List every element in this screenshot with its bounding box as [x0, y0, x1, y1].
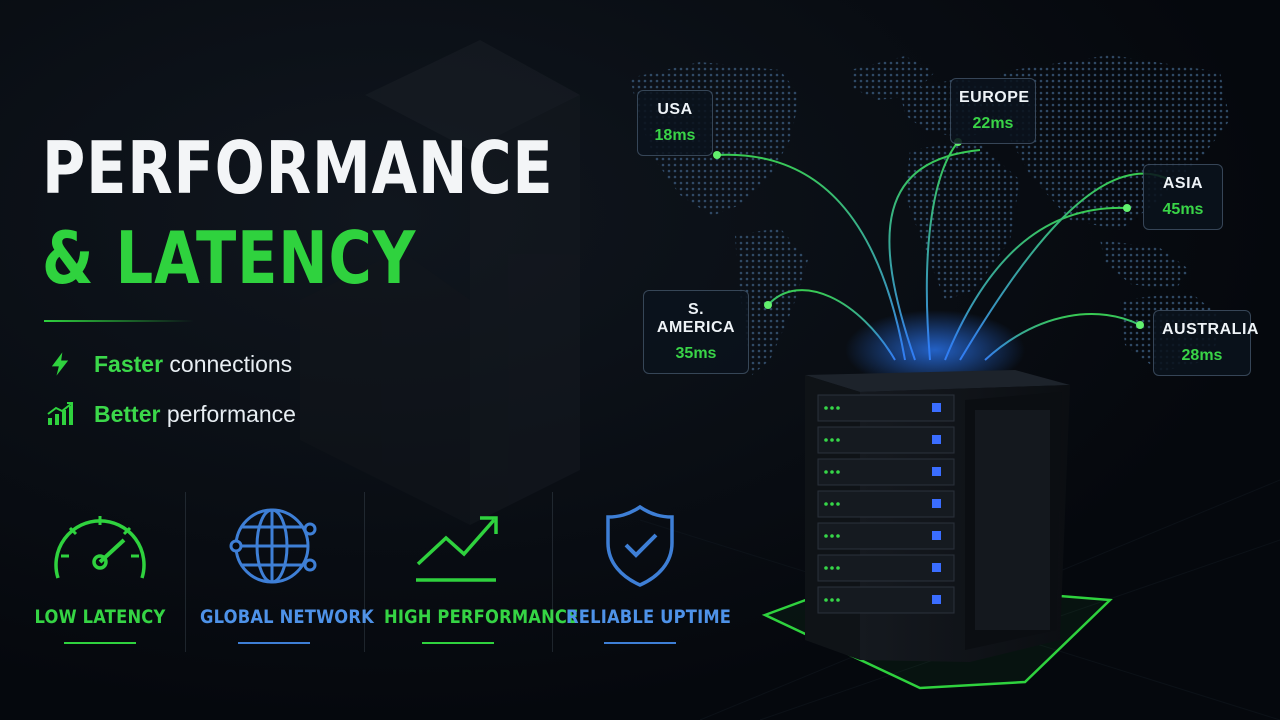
- location-latency: 45ms: [1162, 201, 1204, 218]
- metric-reliable-uptime: RELIABLE UPTIME: [554, 498, 732, 644]
- location-latency: 22ms: [972, 115, 1014, 132]
- metric-label: GLOBAL NETWORK: [200, 606, 374, 628]
- feature-better-performance: Better performance: [46, 400, 296, 428]
- feature-highlight: Faster: [94, 350, 164, 377]
- globe-icon: [229, 508, 317, 584]
- feature-highlight: Better: [94, 400, 161, 427]
- metric-label: HIGH PERFORMANCE: [384, 606, 579, 628]
- divider: [364, 492, 365, 652]
- location-usa: USA 18ms: [637, 90, 713, 156]
- metric-label: RELIABLE UPTIME: [566, 606, 732, 628]
- lightning-icon: [51, 352, 69, 376]
- feature-faster-connections: Faster connections: [46, 350, 292, 378]
- location-europe: EUROPE 22ms: [950, 78, 1036, 144]
- location-name: ASIA: [1162, 175, 1204, 192]
- location-south-america: S. AMERICA 35ms: [643, 290, 749, 374]
- location-latency: 35ms: [675, 345, 717, 362]
- title-line-1: PERFORMANCE: [42, 126, 554, 210]
- metric-underline: [238, 642, 310, 644]
- location-latency: 28ms: [1181, 347, 1223, 364]
- metric-underline: [64, 642, 136, 644]
- divider: [552, 492, 553, 652]
- location-asia: ASIA 45ms: [1143, 164, 1223, 230]
- metric-underline: [604, 642, 676, 644]
- bar-chart-icon: [47, 402, 73, 425]
- location-latency: 18ms: [654, 127, 696, 144]
- metric-low-latency: LOW LATENCY: [14, 498, 186, 644]
- title-line-2: & LATENCY: [42, 216, 417, 300]
- location-australia: AUSTRALIA 28ms: [1153, 310, 1259, 376]
- feature-text: performance: [160, 400, 296, 427]
- divider: [185, 492, 186, 652]
- title-underline: [44, 320, 194, 322]
- server-glow: [845, 310, 1025, 390]
- feature-text: connections: [163, 350, 293, 377]
- background-logo: [300, 40, 580, 525]
- metric-high-performance: HIGH PERFORMANCE: [372, 498, 579, 644]
- shield-check-icon: [606, 504, 674, 587]
- metric-underline: [422, 642, 494, 644]
- metric-label: LOW LATENCY: [34, 606, 166, 628]
- location-name: USA: [657, 101, 693, 118]
- speedometer-icon: [54, 516, 146, 579]
- location-name: EUROPE: [959, 89, 1030, 106]
- server-units: [817, 394, 955, 614]
- location-name: S. AMERICA: [656, 301, 736, 336]
- trend-up-icon: [416, 516, 498, 582]
- server-rack: [805, 370, 1070, 662]
- page-title: PERFORMANCE & LATENCY: [42, 132, 666, 294]
- metric-global-network: GLOBAL NETWORK: [188, 498, 374, 644]
- location-name: AUSTRALIA: [1162, 321, 1259, 338]
